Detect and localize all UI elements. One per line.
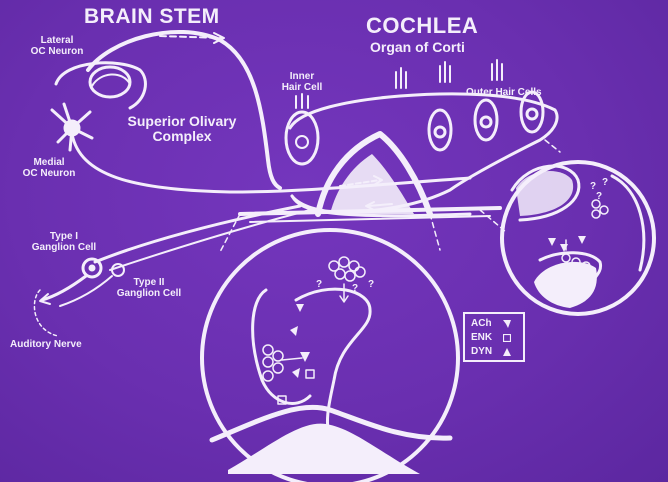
medial-oc-neuron-label: Medial OC Neuron: [14, 158, 84, 179]
dyn-triangle-icon: [503, 348, 511, 356]
brain-stem-title: BRAIN STEM: [84, 6, 220, 28]
inset-question-3: ?: [368, 280, 374, 291]
type2-ganglion-label: Type II Ganglion Cell: [106, 278, 192, 299]
type1-ganglion-line1: Type I: [26, 232, 102, 243]
superior-olivary-line2: Complex: [112, 129, 252, 144]
inset-question-6: ?: [596, 192, 602, 203]
medial-oc-neuron-line2: OC Neuron: [14, 169, 84, 180]
large-inset-synapse: [296, 289, 370, 440]
inner-hair-cell-line2: Hair Cell: [272, 83, 332, 94]
type1-ganglion-label: Type I Ganglion Cell: [26, 232, 102, 253]
stereocilia-2: [440, 62, 450, 82]
type2-ganglion-line2: Ganglion Cell: [106, 289, 192, 300]
inner-hair-cell: [286, 112, 318, 164]
stereocilia-3: [492, 60, 502, 80]
lateral-oc-neuron-line2: OC Neuron: [22, 47, 92, 58]
auditory-nerve-fiber: [42, 276, 86, 300]
organ-of-corti-subtitle: Organ of Corti: [370, 40, 465, 55]
medial-oc-neuron-line1: Medial: [14, 158, 84, 169]
lateral-oc-pathway: [88, 32, 280, 188]
type2-ganglion-cell: [112, 264, 124, 276]
enk-square-icon: [503, 334, 511, 342]
legend-ach-label: ACh: [471, 318, 492, 329]
legend-dyn-label: DYN: [471, 346, 492, 357]
large-inset-vesicles: [263, 257, 365, 381]
inner-hair-cell-label: Inner Hair Cell: [272, 72, 332, 93]
stereocilia-1: [396, 68, 406, 88]
lateral-oc-neuron-label: Lateral OC Neuron: [22, 36, 92, 57]
ach-symbol-icon: [503, 320, 511, 328]
superior-olivary-complex-label: Superior Olivary Complex: [112, 114, 252, 143]
lateral-oc-neuron-line1: Lateral: [22, 36, 92, 47]
medial-oc-neuron: [52, 104, 92, 150]
superior-olivary-line1: Superior Olivary: [112, 114, 252, 129]
inset-question-1: ?: [316, 280, 322, 291]
type2-ganglion-line1: Type II: [106, 278, 192, 289]
inset-question-2: ?: [352, 284, 358, 295]
inset-question-5: ?: [602, 178, 608, 189]
small-inset-fill: [534, 262, 597, 308]
cochlea-title: COCHLEA: [366, 14, 478, 37]
neurotransmitter-legend: ACh ENK DYN: [463, 312, 525, 362]
inner-hair-cell-line1: Inner: [272, 72, 332, 83]
auditory-nerve-label: Auditory Nerve: [10, 340, 82, 351]
legend-enk-label: ENK: [471, 332, 492, 343]
outer-hair-cells-label: Outer Hair Cells: [466, 88, 542, 99]
type1-ganglion-line2: Ganglion Cell: [26, 243, 102, 254]
